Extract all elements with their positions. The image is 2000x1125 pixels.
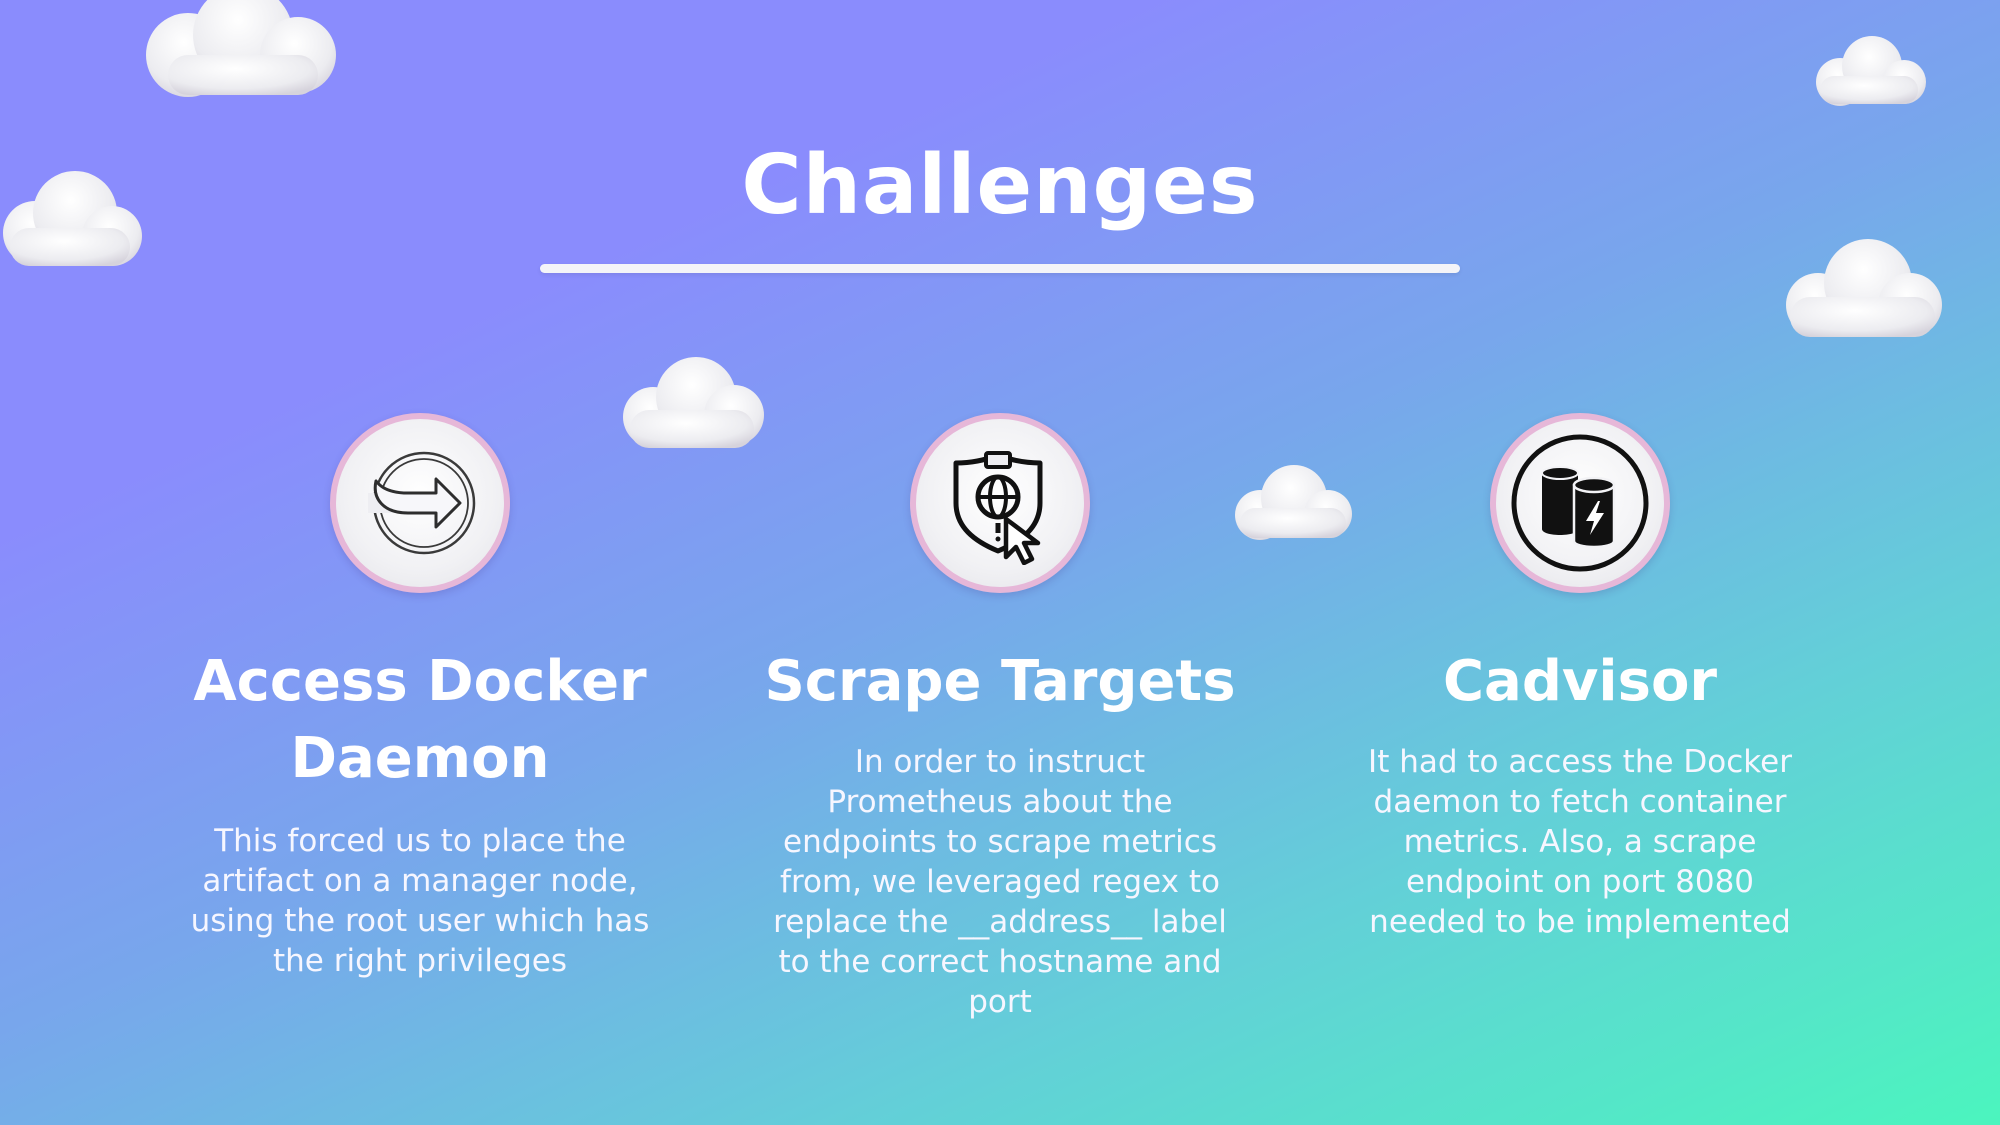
shield-globe-cursor-icon [953,451,1043,565]
sign-in-arrow-icon [368,451,476,555]
challenge-card-cadvisor: Cadvisor It had to access the Docker dae… [1300,413,1860,942]
cloud-decoration [3,171,142,266]
title-underline [540,264,1460,273]
card-description: It had to access the Docker daemon to fe… [1368,744,1792,940]
challenge-card-scrape-targets: Scrape Targets In order to instruct Prom… [720,413,1280,1022]
card-heading: Cadvisor [1442,649,1718,714]
cloud-decoration [1235,465,1352,540]
cloud-decoration [146,0,336,97]
card-heading: Scrape Targets [764,649,1236,714]
icon-badge [330,413,510,593]
icon-badge [1490,413,1670,593]
page-title: Challenges [741,138,1259,233]
cloud-decoration [1816,36,1926,106]
cloud-decoration [623,357,764,448]
card-description: This forced us to place the artifact on … [190,823,650,979]
card-description: In order to instruct Prometheus about th… [773,744,1227,1020]
card-heading: Access Docker Daemon [193,649,647,791]
cloud-decoration [1786,239,1942,337]
challenge-card-docker-daemon: Access Docker Daemon This forced us to p… [140,413,700,981]
icon-badge [910,413,1090,593]
database-bolt-icon [1511,434,1649,572]
